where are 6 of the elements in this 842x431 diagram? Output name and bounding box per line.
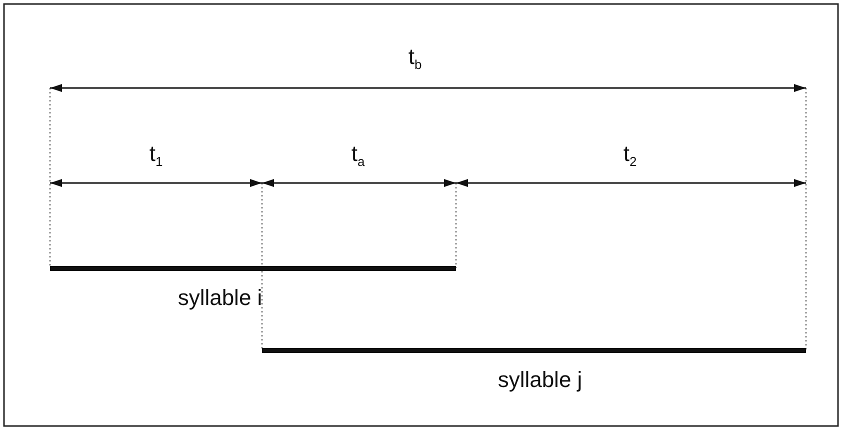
syllable-label: syllable j bbox=[498, 367, 582, 393]
duration-label: t$_{a}$ bbox=[351, 140, 365, 170]
duration-label: t$_{1}$ bbox=[149, 140, 163, 170]
syllable-label: syllable i bbox=[178, 285, 262, 311]
duration-label: t$_{2}$ bbox=[623, 140, 637, 170]
duration-label: t$_{b}$ bbox=[408, 44, 422, 72]
